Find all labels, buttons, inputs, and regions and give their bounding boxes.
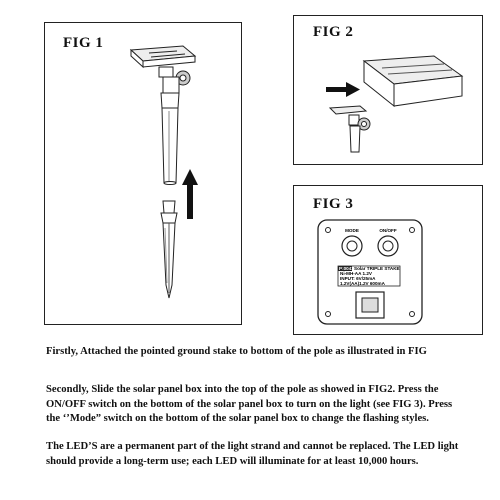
pole [160, 92, 180, 185]
figure-3-panel: FIG 3 MODE ON/OFF P:0041 Solar TRIPLE ST… [293, 185, 483, 335]
instruction-step-2: Secondly, Slide the solar panel box into… [46, 384, 453, 424]
figure-2-panel: FIG 2 [293, 15, 483, 165]
spec-tag: P:0041 [339, 266, 354, 271]
stake-assembly-illustration [129, 45, 198, 299]
figure-2-label: FIG 2 [313, 24, 354, 40]
solar-panel-box [362, 55, 464, 108]
pole-head [328, 105, 371, 153]
spec-line-3: INPUT: 6V/25mA [340, 276, 376, 281]
pole-socket [355, 291, 385, 319]
figure-1-label: FIG 1 [63, 35, 104, 51]
onoff-label: ON/OFF [379, 228, 397, 233]
insert-arrow [182, 169, 198, 219]
figure-1-panel: FIG 1 [44, 22, 242, 325]
instruction-step-1: Firstly, Attached the pointed ground sta… [46, 346, 427, 357]
led-lifetime-note: The LED’S are a permanent part of the li… [46, 441, 459, 467]
spec-line-4: 1.2V(AA)1.2V 600mA [340, 281, 386, 286]
solar-panel-head [129, 45, 197, 94]
insert-arrow [326, 82, 360, 97]
onoff-button [377, 235, 399, 257]
spec-line-1: Solar TRIPLE STAKE [354, 266, 400, 271]
figure-3-label: FIG 3 [313, 196, 354, 212]
mode-button [341, 235, 363, 257]
spec-line-2: Ni-MH-AA 1.2V [340, 271, 373, 276]
solar-box-illustration [326, 55, 464, 153]
mode-label: MODE [345, 228, 359, 233]
box-bottom-illustration: MODE ON/OFF P:0041 Solar TRIPLE STAKE Ni… [317, 219, 423, 325]
ground-stake [160, 200, 178, 299]
spec-label-plate: P:0041 Solar TRIPLE STAKE Ni-MH-AA 1.2V … [337, 265, 401, 287]
